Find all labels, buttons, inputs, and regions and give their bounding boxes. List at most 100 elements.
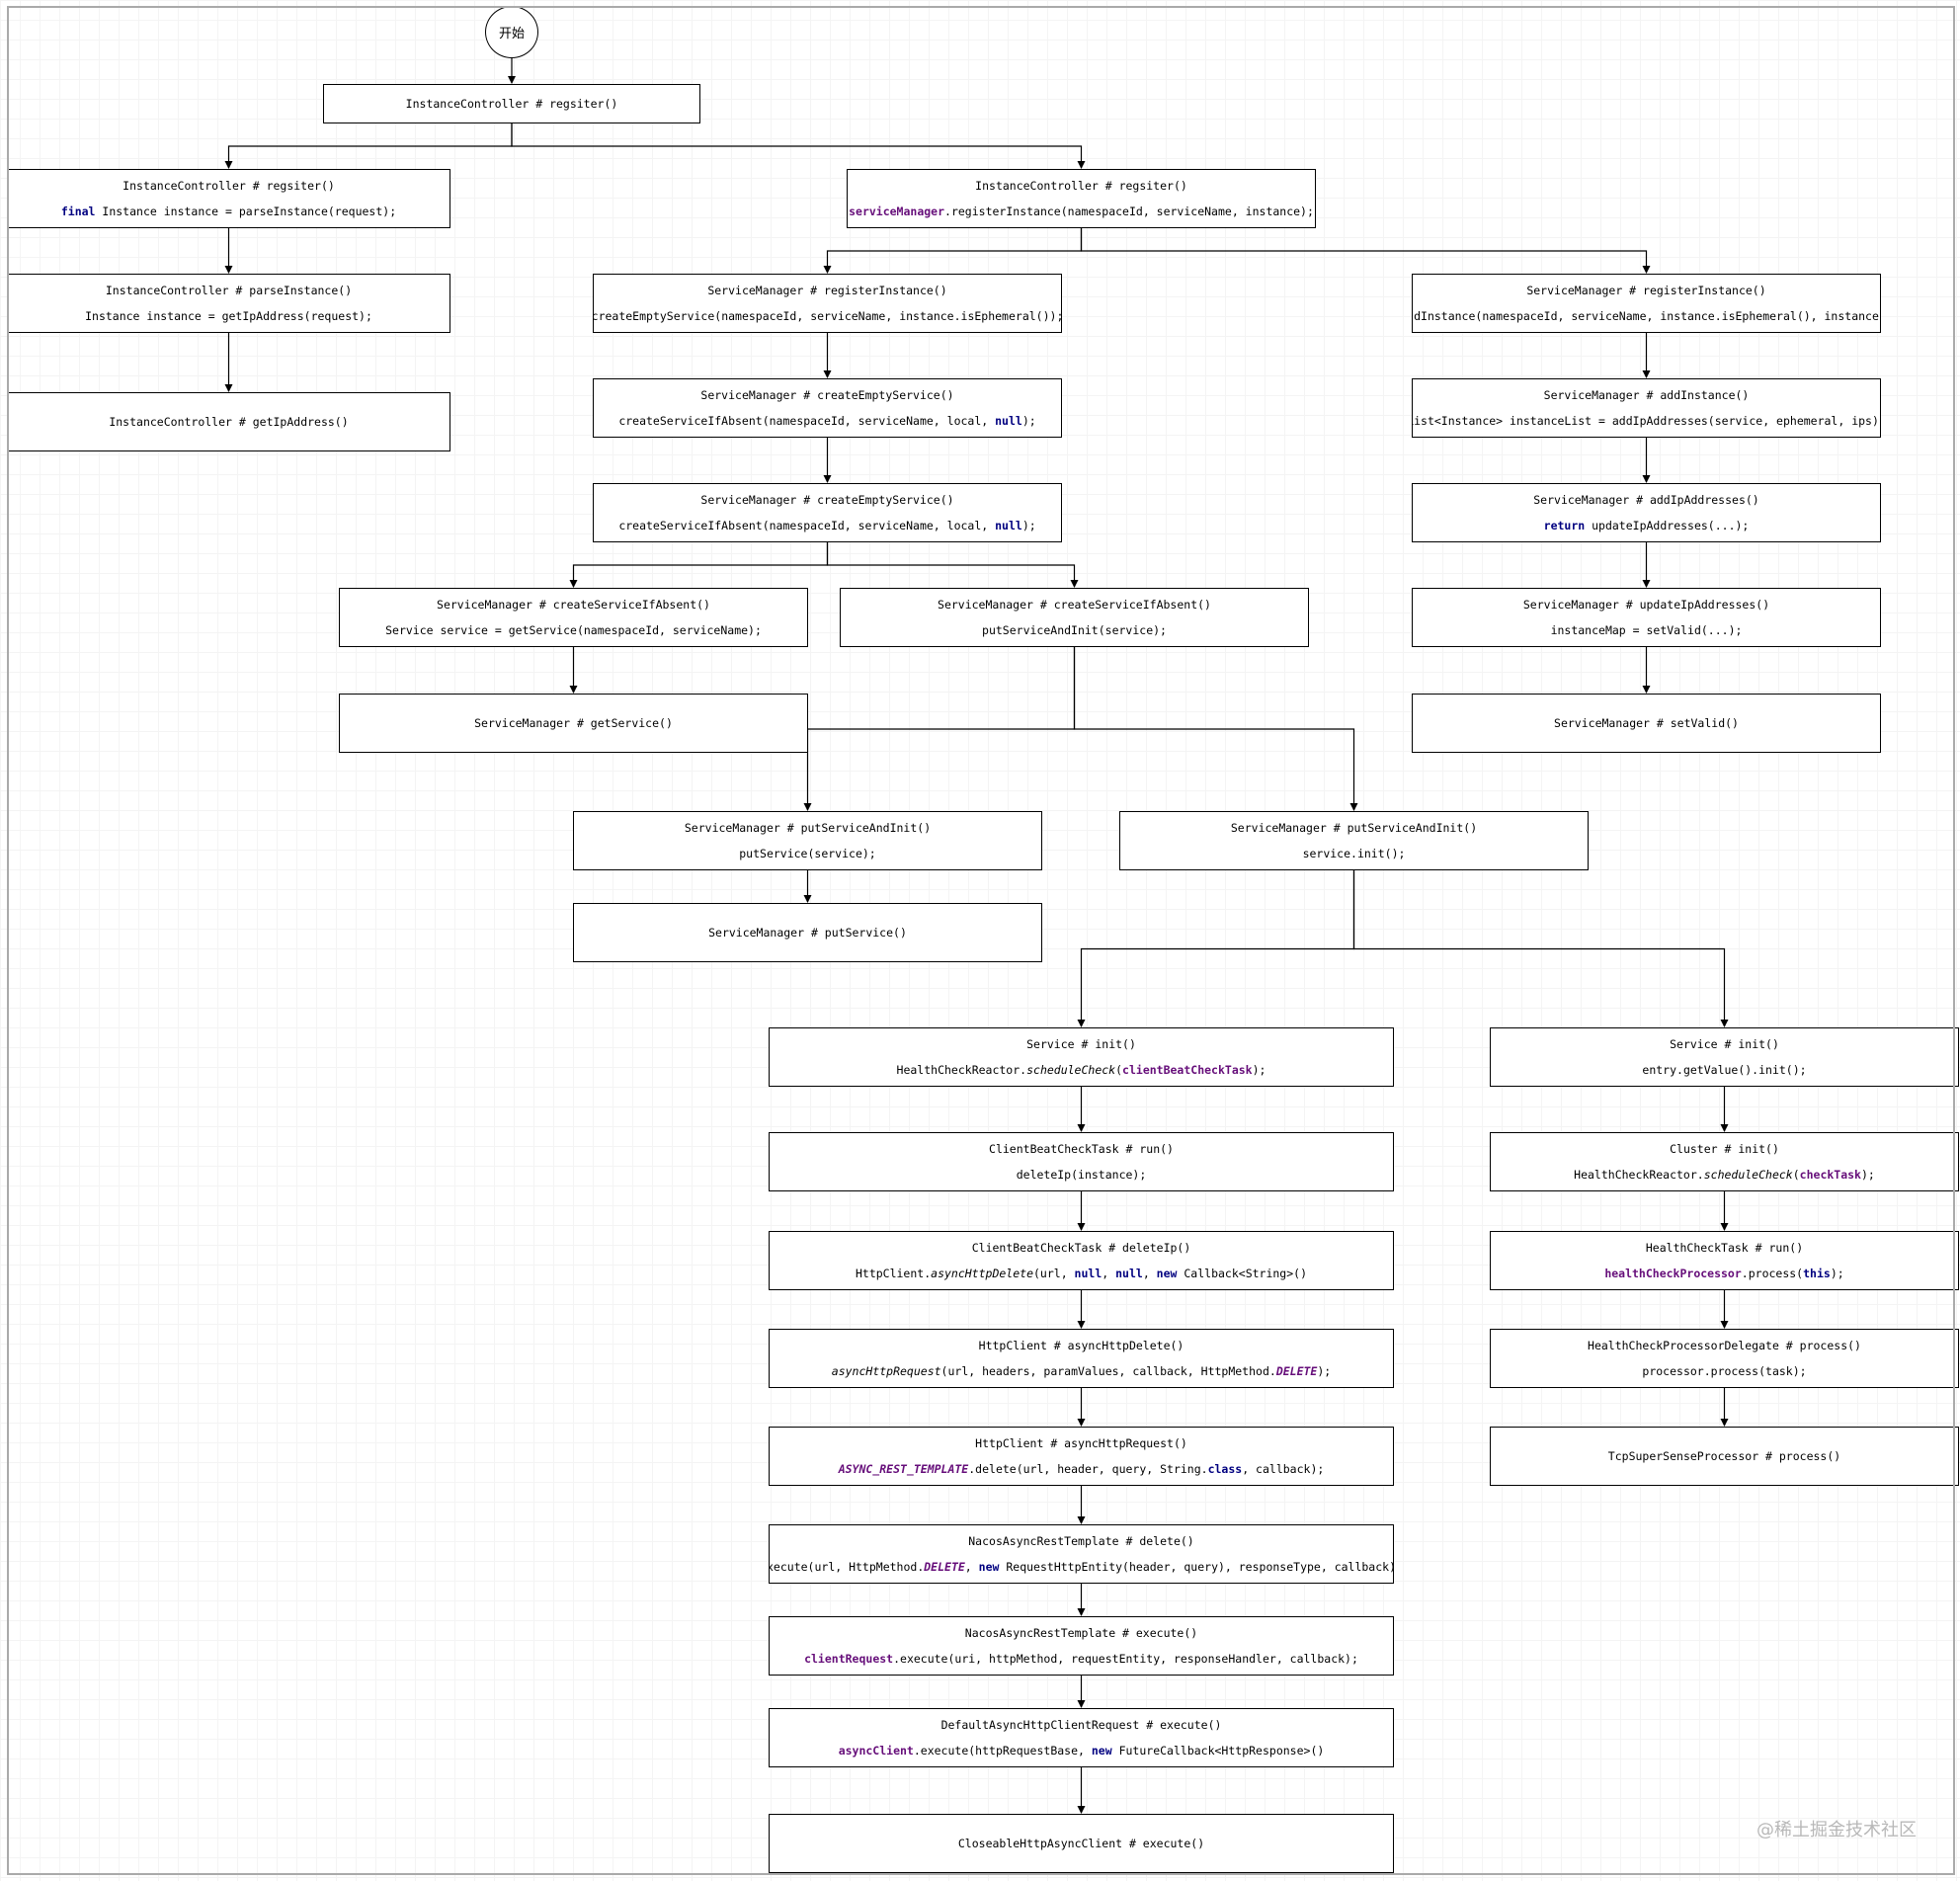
node-title: Cluster # init() [1670,1136,1779,1162]
connector-n10-n11 [803,647,1076,811]
code-token: HealthCheckReactor. [896,1063,1027,1077]
code-token: , [1102,1267,1116,1280]
node-servicemanager-addipaddresses: ServiceManager # addIpAddresses() return … [1412,483,1881,542]
code-token: Instance instance = parseInstance(reques… [95,204,397,218]
node-title: ServiceManager # createEmptyService() [700,487,953,513]
node-code: Service service = getService(namespaceId… [385,617,762,643]
code-token: this [1803,1267,1831,1280]
code-token: healthCheckProcessor [1604,1267,1742,1280]
node-title: InstanceController # regsiter() [406,91,618,117]
node-servicemanager-putserviceandinit-put: ServiceManager # putServiceAndInit()putS… [573,811,1042,870]
code-token: HttpClient # asyncHttpRequest() [975,1436,1187,1450]
code-token: clientBeatCheckTask [1122,1063,1253,1077]
connector-n10-n13 [1073,647,1358,811]
code-token: ClientBeatCheckTask # run() [989,1142,1174,1156]
node-title: InstanceController # regsiter() [122,173,335,199]
node-code: execute(url, HttpMethod.DELETE, new Requ… [769,1554,1394,1580]
node-servicemanager-registerinstance-right: ServiceManager # registerInstance() addIn… [1412,274,1881,333]
node-title: ClientBeatCheckTask # run() [989,1136,1174,1162]
code-token: null [995,414,1022,428]
code-token: InstanceController # getIpAddress() [109,415,349,429]
node-title: CloseableHttpAsyncClient # execute() [958,1831,1204,1856]
code-token: asyncHttpDelete [931,1267,1033,1280]
code-token: HealthCheckReactor. [1574,1168,1704,1182]
node-closeablehttpasyncclient-execute: CloseableHttpAsyncClient # execute() [769,1814,1394,1873]
code-token: Callback<String>() [1177,1267,1308,1280]
code-token: ServiceManager # createEmptyService() [700,493,954,507]
code-token: ServiceManager # putServiceAndInit() [684,821,932,835]
node-title: ServiceManager # putService() [708,920,907,945]
node-title: InstanceController # regsiter() [975,173,1187,199]
node-title: HealthCheckTask # run() [1646,1235,1803,1261]
code-token: ServiceManager # registerInstance() [707,284,947,297]
node-code: instanceMap = setValid(...); [1551,617,1743,643]
node-title: ServiceManager # setValid() [1554,710,1739,736]
node-servicemanager-addinstance: ServiceManager # addInstance()List<Insta… [1412,378,1881,438]
code-token: HttpClient # asyncHttpDelete() [978,1339,1184,1352]
code-token: ServiceManager # setValid() [1554,716,1739,730]
code-token: addInstance(namespaceId, serviceName, in… [1412,309,1881,323]
code-token: processor.process(task); [1642,1364,1807,1378]
code-token: createEmptyService(namespaceId, serviceN… [593,309,1062,323]
node-code: service.init(); [1303,841,1406,866]
connector-n7-n10 [826,542,1079,588]
code-token: ); [1317,1364,1332,1378]
node-nacosasyncresttemplate-delete: NacosAsyncRestTemplate # delete()execute… [769,1524,1394,1584]
code-token: , callback); [1242,1462,1325,1476]
node-title: HealthCheckProcessorDelegate # process() [1588,1333,1861,1358]
code-token: DELETE [1275,1364,1318,1378]
code-token: DefaultAsyncHttpClientRequest # execute(… [940,1718,1222,1732]
code-token: new [1091,1744,1112,1758]
code-token: ServiceManager # createEmptyService() [700,388,954,402]
node-code: Instance instance = getIpAddress(request… [85,303,372,329]
node-code: putServiceAndInit(service); [982,617,1167,643]
node-title: ServiceManager # registerInstance() [1526,278,1765,303]
node-title: ServiceManager # registerInstance() [707,278,946,303]
connector-n4-n5 [823,228,1083,274]
code-token: ClientBeatCheckTask # deleteIp() [971,1241,1191,1255]
start-label: 开始 [498,27,525,41]
node-title: DefaultAsyncHttpClientRequest # execute(… [941,1712,1222,1738]
node-code: deleteIp(instance); [1017,1162,1147,1187]
node-code: HealthCheckReactor.scheduleCheck(checkTa… [1574,1162,1875,1187]
code-token: checkTask [1799,1168,1861,1182]
node-httpclient-asynchttprequest: HttpClient # asyncHttpRequest()ASYNC_RES… [769,1427,1394,1486]
node-code: addInstance(namespaceId, serviceName, in… [1412,303,1881,329]
code-token: return [1543,519,1586,532]
code-token: ); [1860,1168,1875,1182]
code-token: InstanceController # regsiter() [405,97,618,111]
code-token: putServiceAndInit(service); [982,623,1167,637]
code-token: Service service = getService(namespaceId… [385,623,762,637]
code-token: service.init(); [1302,847,1406,860]
node-instancecontroller-getipaddress: InstanceController # getIpAddress() [7,392,450,451]
code-token: RequestHttpEntity(header, query), respon… [999,1560,1394,1574]
code-token: ServiceManager # putServiceAndInit() [1230,821,1478,835]
node-servicemanager-registerinstance-left: ServiceManager # registerInstance() creat… [593,274,1062,333]
start-node: 开始 [485,6,538,58]
node-servicemanager-putserviceandinit-init: ServiceManager # putServiceAndInit() serv… [1119,811,1589,870]
node-title: HttpClient # asyncHttpRequest() [975,1431,1187,1456]
node-code: return updateIpAddresses(...); [1544,513,1750,538]
code-token: execute(url, HttpMethod. [769,1560,925,1574]
connector-n13-n14 [1077,870,1355,1027]
node-code: clientRequest.execute(uri, httpMethod, r… [804,1646,1358,1672]
code-token: Service # init() [1670,1037,1779,1051]
connector-n13-n23 [1352,870,1729,1027]
code-token: ServiceManager # addIpAddresses() [1533,493,1759,507]
node-healthchecktask-run: HealthCheckTask # run() healthCheckProces… [1490,1231,1959,1290]
node-title: HttpClient # asyncHttpDelete() [979,1333,1184,1358]
watermark: @稀土掘金技术社区 [1756,1820,1917,1840]
node-servicemanager-updateipaddresses: ServiceManager # updateIpAddresses()inst… [1412,588,1881,647]
code-token: ServiceManager # registerInstance() [1526,284,1766,297]
code-token: HealthCheckProcessorDelegate # process() [1588,1339,1861,1352]
node-code: entry.getValue().init(); [1642,1057,1806,1083]
node-title: Service # init() [1670,1031,1779,1057]
code-token: Service # init() [1026,1037,1136,1051]
code-token: scheduleCheck [1026,1063,1116,1077]
code-token: List<Instance> instanceList = addIpAddre… [1412,414,1881,428]
node-title: ServiceManager # getService() [474,710,673,736]
code-token: ); [1252,1063,1266,1077]
connector-n7-n8 [569,542,829,588]
code-token: final [60,204,96,218]
